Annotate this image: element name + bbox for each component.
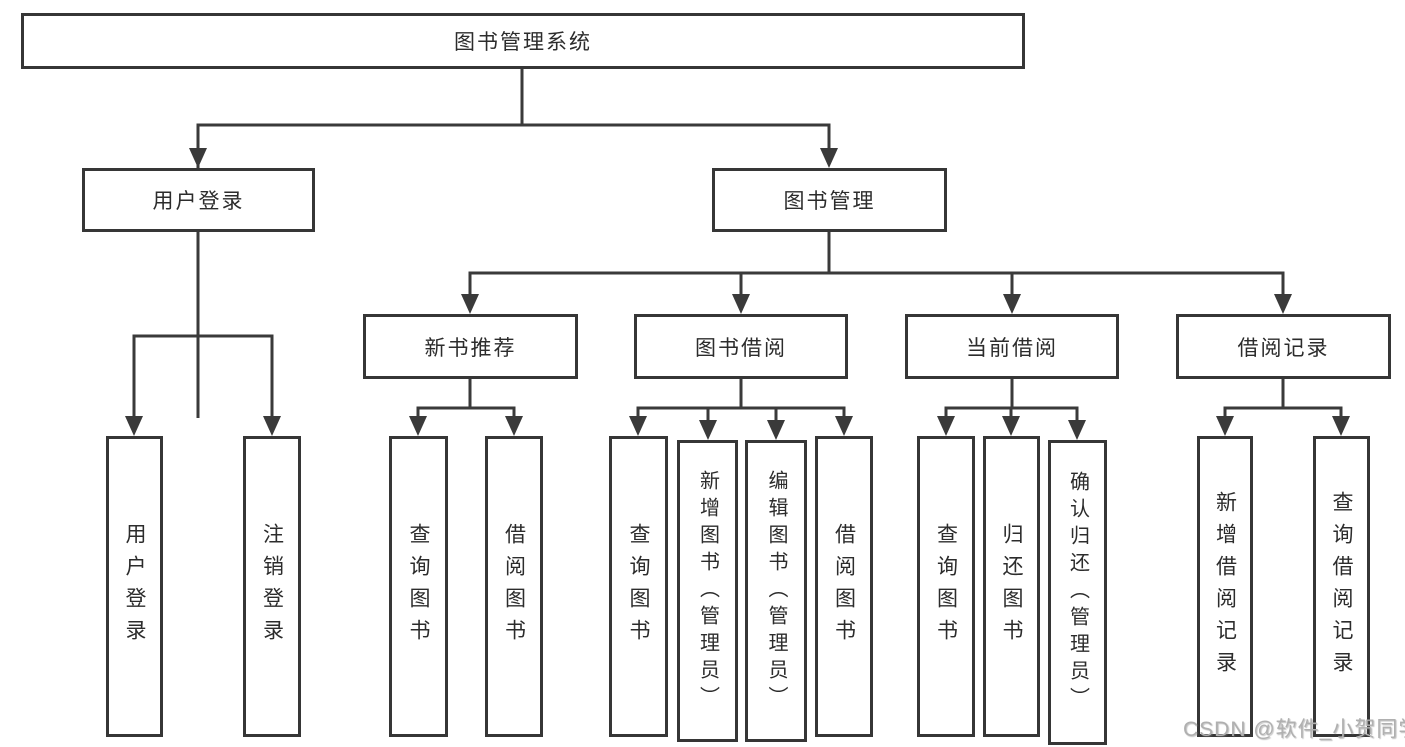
leaf-bb-add-books-admin-label: 新增图书（管理员） <box>696 469 719 713</box>
leaf-cb-return-books: 归还图书 <box>983 436 1040 737</box>
leaf-logout-label: 注销登录 <box>260 522 284 651</box>
node-root: 图书管理系统 <box>21 13 1025 69</box>
connector-book-mgmt-branch <box>468 232 1285 296</box>
leaf-cb-confirm-return-admin: 确认归还（管理员） <box>1048 440 1107 745</box>
csdn-watermark: CSDN @软件_小贺同学 <box>1183 718 1405 741</box>
node-borrow-records-label: 借阅记录 <box>1237 336 1330 360</box>
node-borrow-records: 借阅记录 <box>1176 314 1391 379</box>
connector-current-branch <box>944 379 1079 422</box>
node-user-login-label: 用户登录 <box>152 190 245 213</box>
connector-user-login-branch <box>132 232 274 418</box>
leaf-bb-edit-books-admin: 编辑图书（管理员） <box>745 440 807 742</box>
leaf-bb-query-books-label: 查询图书 <box>627 522 650 651</box>
node-book-borrow-label: 图书借阅 <box>695 336 787 360</box>
node-new-book-recommend: 新书推荐 <box>363 314 578 379</box>
leaf-cb-return-books-label: 归还图书 <box>1000 522 1023 651</box>
leaf-bb-query-books: 查询图书 <box>609 436 668 737</box>
leaf-bb-borrow-books-label: 借阅图书 <box>832 522 856 651</box>
node-new-book-recommend-label: 新书推荐 <box>424 336 517 360</box>
node-current-borrow-label: 当前借阅 <box>966 336 1058 360</box>
leaf-cb-query-books-label: 查询图书 <box>934 522 958 651</box>
leaf-br-add-record-label: 新增借阅记录 <box>1213 490 1237 683</box>
node-book-borrow: 图书借阅 <box>634 314 848 379</box>
leaf-cb-query-books: 查询图书 <box>917 436 975 737</box>
node-current-borrow: 当前借阅 <box>905 314 1119 379</box>
leaf-bb-borrow-books: 借阅图书 <box>815 436 873 737</box>
leaf-rec-query-books-label: 查询图书 <box>407 522 430 651</box>
leaf-cb-confirm-return-admin-label: 确认归还（管理员） <box>1066 471 1089 714</box>
leaf-rec-query-books: 查询图书 <box>389 436 448 737</box>
leaf-user-login-label: 用户登录 <box>123 522 146 651</box>
leaf-bb-edit-books-admin-label: 编辑图书（管理员） <box>765 469 787 713</box>
arrowheads <box>125 148 1350 440</box>
connector-root-to-level2 <box>196 69 831 418</box>
leaf-logout: 注销登录 <box>243 436 301 737</box>
leaf-br-query-record: 查询借阅记录 <box>1313 436 1370 737</box>
node-book-management: 图书管理 <box>712 168 947 232</box>
leaf-br-query-record-label: 查询借阅记录 <box>1330 490 1353 683</box>
connector-new-rec-branch <box>416 379 516 418</box>
node-user-login: 用户登录 <box>82 168 315 232</box>
leaf-bb-add-books-admin: 新增图书（管理员） <box>677 440 738 742</box>
leaf-rec-borrow-books-label: 借阅图书 <box>502 522 526 651</box>
leaf-br-add-record: 新增借阅记录 <box>1197 436 1253 737</box>
leaf-user-login: 用户登录 <box>106 436 163 737</box>
node-root-label: 图书管理系统 <box>454 31 592 54</box>
connector-records-branch <box>1223 379 1343 418</box>
connector-borrow-branch <box>636 379 846 422</box>
node-book-management-label: 图书管理 <box>783 190 876 213</box>
leaf-rec-borrow-books: 借阅图书 <box>485 436 543 737</box>
